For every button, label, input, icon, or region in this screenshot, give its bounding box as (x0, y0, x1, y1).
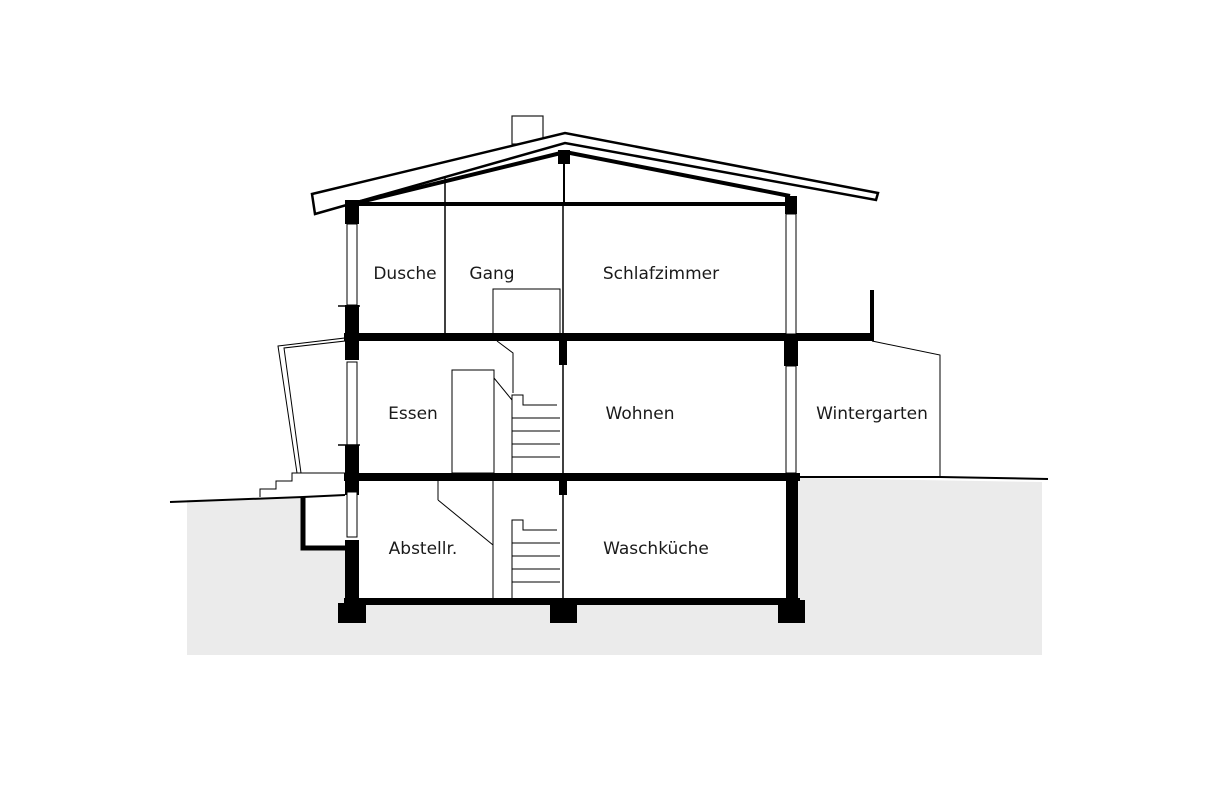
room-label-schlafzimmer: Schlafzimmer (603, 264, 719, 284)
roof-slab (310, 131, 880, 216)
footing-left (338, 603, 366, 623)
slab-ground-floor (344, 473, 800, 481)
right-wall-window-upper (785, 213, 797, 335)
interior-walls (444, 204, 567, 598)
wintergarten-glazing (871, 340, 941, 477)
room-label-abstellr: Abstellr. (389, 539, 458, 559)
right-wall-window-middle (785, 365, 797, 474)
stair-handrail-upper (496, 340, 514, 393)
roof-rafter-right (564, 150, 791, 198)
wintergarten-structure (871, 340, 941, 477)
room-label-wintergarten: Wintergarten (816, 404, 928, 424)
terrace-canopy (277, 337, 346, 474)
stair-flight-basement (511, 519, 557, 598)
terrace-steps (259, 472, 345, 497)
room-label-essen: Essen (388, 404, 438, 424)
wall-core-basement-joint (559, 481, 567, 495)
retaining-wall (300, 497, 345, 551)
left-wall-basement (345, 540, 359, 600)
ridge-beam (558, 150, 570, 164)
earth-fill (187, 478, 1042, 655)
slab-upper (344, 333, 874, 341)
stair-flight-ground (511, 394, 557, 473)
exterior-walls (338, 196, 798, 600)
roof (310, 131, 880, 216)
room-labels: Dusche Gang Schlafzimmer Essen Wohnen Wi… (373, 264, 928, 559)
floor-slabs (344, 290, 874, 605)
terrace-left (259, 337, 346, 551)
room-label-wohnen: Wohnen (606, 404, 675, 424)
slab-basement (344, 598, 800, 605)
right-wall-top (785, 196, 797, 214)
footing-right (778, 600, 805, 623)
stair-hatch-upper (492, 288, 561, 333)
right-wall-post (784, 338, 798, 366)
room-label-dusche: Dusche (373, 264, 436, 284)
stair-closet-line (493, 377, 513, 401)
staircase (437, 288, 561, 598)
left-wall-window-upper (346, 223, 358, 306)
roof-rafter-left (351, 150, 566, 206)
stair-diagonal-basement-2 (437, 499, 494, 546)
left-wall-window-middle (346, 361, 358, 446)
right-wall-basement (786, 480, 798, 600)
left-wall-window-lower (346, 491, 358, 538)
stair-closet (451, 369, 495, 474)
room-label-gang: Gang (469, 264, 514, 284)
left-wall-post-2 (345, 305, 359, 360)
foundations (338, 600, 805, 623)
wall-core-middle-joint (559, 341, 567, 365)
left-wall-top (345, 200, 359, 224)
footing-middle (550, 603, 577, 623)
left-wall-post-1 (345, 445, 359, 495)
slab-upper-rail (870, 290, 874, 341)
room-label-waschkueche: Waschküche (603, 539, 709, 559)
